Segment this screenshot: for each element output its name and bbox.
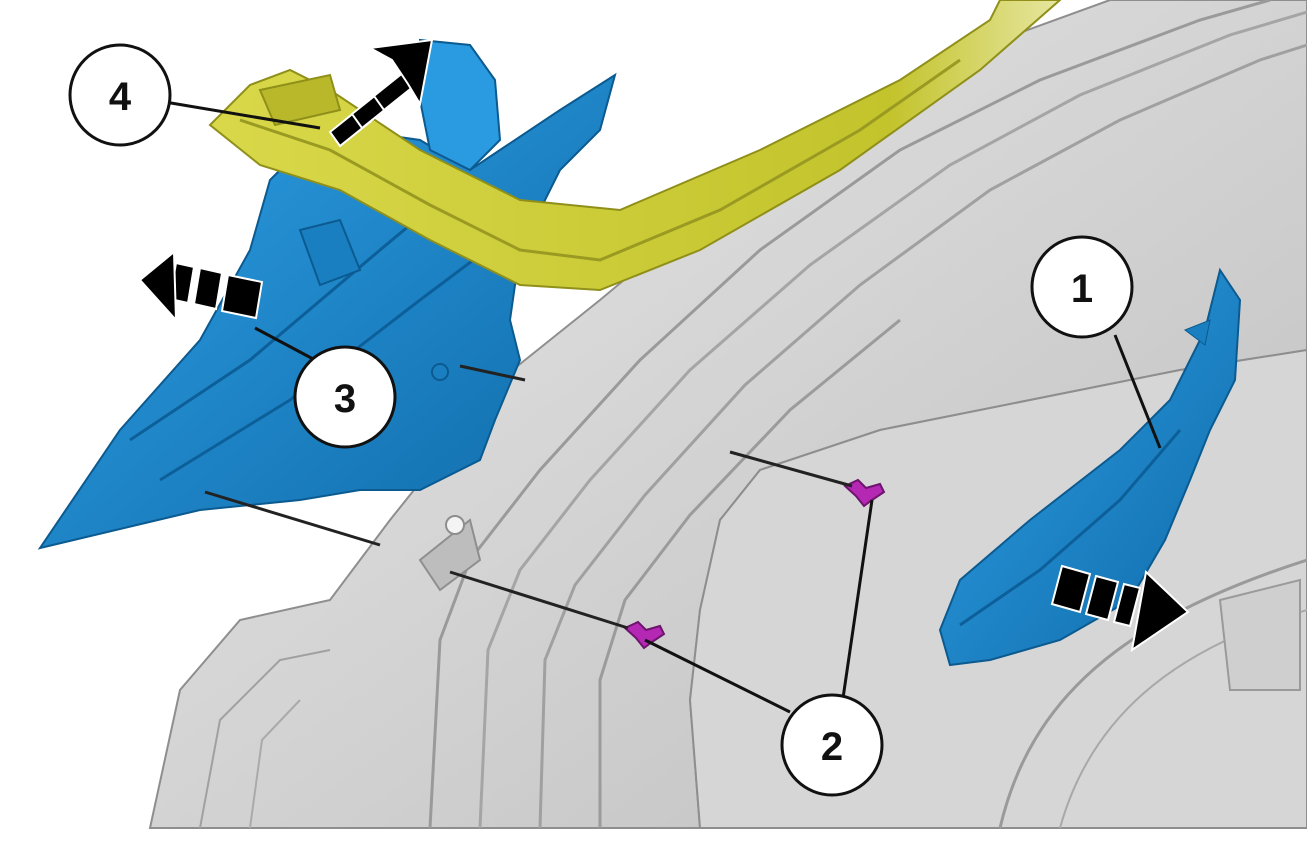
dashed-direction-arrow-icon (328, 38, 434, 148)
dashed-direction-arrow-icon (138, 249, 264, 323)
svg-text:2: 2 (821, 725, 843, 769)
clip-fastener-icon (843, 478, 886, 508)
svg-text:3: 3 (334, 377, 356, 421)
callout-1: 1 (1030, 235, 1134, 339)
clip-fastener-icon (623, 620, 666, 650)
trim-panel-part-1 (938, 267, 1242, 667)
leader-lines (164, 100, 1162, 714)
dashed-direction-arrow-icon (1050, 564, 1190, 653)
callout-3: 3 (293, 345, 397, 449)
callout-2: 2 (780, 693, 884, 797)
callout-4: 4 (68, 43, 172, 147)
alignment-lines (204, 364, 853, 630)
svg-text:4: 4 (109, 75, 132, 119)
svg-text:1: 1 (1071, 267, 1093, 311)
